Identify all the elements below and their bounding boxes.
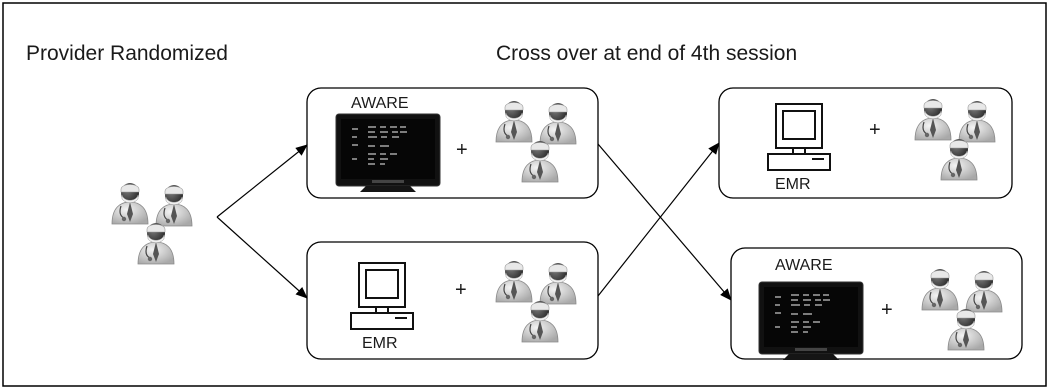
plus-sign: + xyxy=(881,299,893,321)
computer-icon xyxy=(767,103,831,171)
plus-sign: + xyxy=(455,279,467,301)
monitor-icon xyxy=(335,113,441,193)
arrow-to-emr xyxy=(216,216,308,299)
arm-top-left-label: AWARE xyxy=(351,95,409,112)
arm-bottom-right-label: AWARE xyxy=(775,257,833,274)
arrow-crossover-aware-to-aware xyxy=(597,143,732,301)
crossover-label: Cross over at end of 4th session xyxy=(496,42,798,65)
provider-randomized-label: Provider Randomized xyxy=(26,42,228,65)
arrow-crossover-emr-to-emr xyxy=(597,142,720,297)
plus-sign: + xyxy=(456,139,468,161)
arm-top-right-label: EMR xyxy=(775,176,811,193)
plus-sign: + xyxy=(869,119,881,141)
arm-box-top-right xyxy=(718,87,1013,199)
provider-group-icon xyxy=(112,183,192,264)
monitor-icon xyxy=(758,281,864,361)
arrow-to-aware xyxy=(216,144,308,218)
computer-icon xyxy=(350,262,414,330)
arm-bottom-left-label: EMR xyxy=(362,335,398,352)
